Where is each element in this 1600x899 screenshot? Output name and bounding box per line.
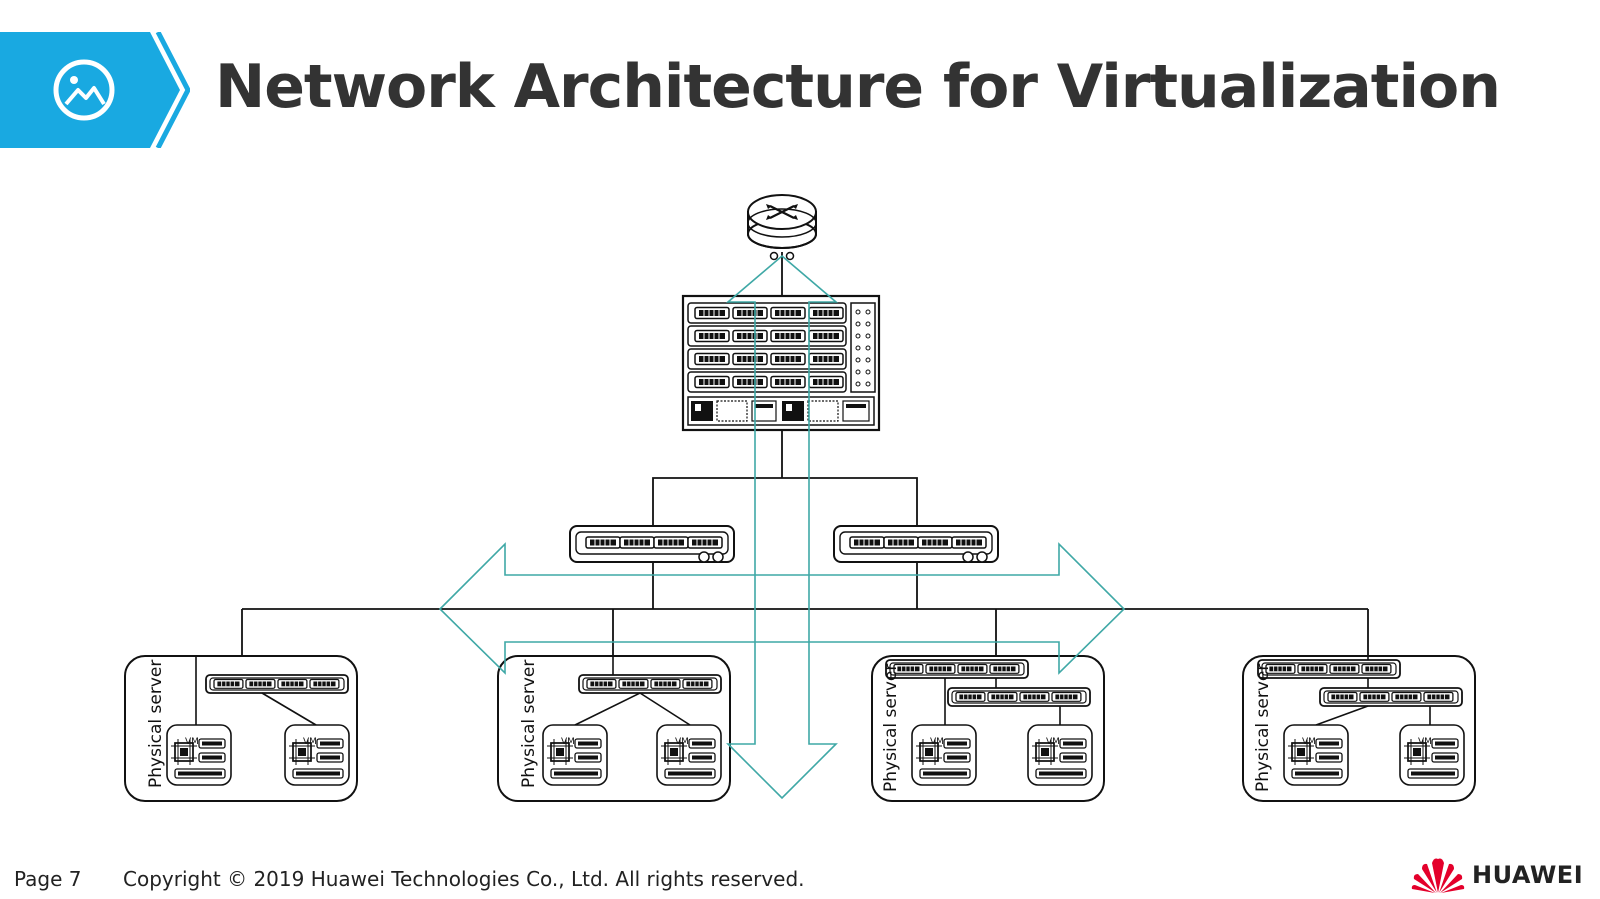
- huawei-logo: HUAWEI: [1410, 855, 1590, 895]
- server-label: Physical server: [881, 664, 901, 792]
- east-west-arrow: [438, 542, 1126, 675]
- core-switch: [681, 294, 881, 432]
- vm-label: VM: [185, 737, 199, 747]
- page-number: Page 7: [14, 867, 82, 891]
- vm-label: VM: [561, 737, 575, 747]
- vm-label: VM: [303, 737, 317, 747]
- header-banner: [0, 32, 190, 148]
- physical-server-1: VM VM Physical server: [124, 655, 358, 802]
- vm-label: VM: [1302, 737, 1316, 747]
- physical-server-3: VM VM Physical server: [871, 655, 1105, 802]
- aggregation-switch-right: [834, 526, 998, 562]
- network-links: [241, 252, 1369, 658]
- image-icon: [53, 59, 115, 121]
- huawei-flower-icon: [1411, 858, 1465, 893]
- vm-label: VM: [930, 737, 944, 747]
- server-label: Physical server: [1253, 664, 1273, 792]
- physical-server-2: VM VM Physical server: [497, 655, 731, 802]
- vm-label: VM: [1046, 737, 1060, 747]
- router-icon: [747, 194, 817, 261]
- traffic-flow-arrows: [438, 254, 1126, 800]
- page-title: Network Architecture for Virtualization: [215, 52, 1501, 122]
- physical-server-4: VM VM Physical server: [1242, 655, 1476, 802]
- north-south-arrow: [725, 254, 839, 800]
- brand-name: HUAWEI: [1472, 861, 1584, 889]
- aggregation-switch-left: [570, 526, 734, 562]
- vm-label: VM: [1418, 737, 1432, 747]
- server-label: Physical server: [519, 660, 539, 788]
- copyright-notice: Copyright © 2019 Huawei Technologies Co.…: [123, 867, 805, 891]
- vm-label: VM: [675, 737, 689, 747]
- server-label: Physical server: [146, 660, 166, 788]
